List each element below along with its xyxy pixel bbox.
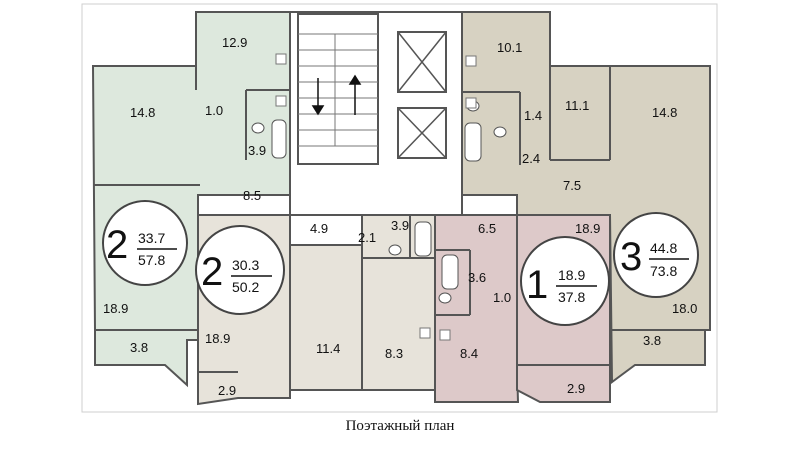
room-area-label: 3.8 [130, 340, 148, 355]
room-area-label: 2.4 [522, 151, 540, 166]
room-area-label: 4.9 [310, 221, 328, 236]
room-area-label: 2.9 [567, 381, 585, 396]
room-area-label: 8.4 [460, 346, 478, 361]
room-area-label: 7.5 [563, 178, 581, 193]
room-area-label: 8.5 [243, 188, 261, 203]
room-area-label: 10.1 [497, 40, 522, 55]
room-area-label: 3.9 [391, 218, 409, 233]
svg-text:33.7: 33.7 [138, 230, 165, 246]
room-area-label: 2.9 [218, 383, 236, 398]
interior-walls [93, 66, 710, 390]
room-area-label: 11.1 [565, 98, 589, 113]
room-area-label: 1.0 [493, 290, 511, 305]
plan-caption: Поэтажный план [345, 418, 455, 434]
svg-text:37.8: 37.8 [558, 289, 585, 305]
room-area-label: 18.0 [672, 301, 697, 316]
room-area-label: 1.0 [205, 103, 223, 118]
stairwell [297, 13, 379, 165]
vent-grille-icon [275, 53, 477, 341]
svg-text:2: 2 [106, 223, 128, 267]
room-area-label: 3.9 [248, 143, 266, 158]
svg-text:2: 2 [201, 250, 223, 294]
svg-text:18.9: 18.9 [558, 267, 585, 283]
svg-text:57.8: 57.8 [138, 252, 165, 268]
toilet-icon [251, 100, 507, 304]
room-area-label: 18.9 [205, 331, 230, 346]
apartment-badge: 2 30.3 50.2 [195, 225, 285, 315]
svg-text:44.8: 44.8 [650, 240, 677, 256]
room-area-label: 14.8 [652, 105, 677, 120]
room-area-label: 18.9 [575, 221, 600, 236]
room-area-label: 1.4 [524, 108, 542, 123]
room-area-label: 3.8 [643, 333, 661, 348]
room-area-label: 2.1 [358, 230, 376, 245]
room-area-label: 3.6 [468, 270, 486, 285]
room-area-label: 11.4 [316, 341, 340, 356]
svg-text:3: 3 [620, 235, 642, 279]
room-area-label: 6.5 [478, 221, 496, 236]
room-area-label: 14.8 [130, 105, 155, 120]
stair-steps [298, 33, 378, 147]
floor-plan: 12.9 14.8 1.0 3.9 8.5 4.9 2.1 3.9 6.5 10… [81, 3, 718, 413]
apartment-badge: 2 33.7 57.8 [102, 200, 188, 286]
svg-text:1: 1 [526, 263, 548, 307]
svg-text:30.3: 30.3 [232, 257, 259, 273]
room-area-label: 12.9 [222, 35, 247, 50]
stair-arrows [311, 74, 362, 116]
apartment-badge: 3 44.8 73.8 [613, 212, 699, 298]
svg-text:50.2: 50.2 [232, 279, 259, 295]
room-area-label: 8.3 [385, 346, 403, 361]
room-area-label: 18.9 [103, 301, 128, 316]
svg-text:73.8: 73.8 [650, 263, 677, 279]
bathtub-icon [271, 119, 482, 290]
apartment-badge: 1 18.9 37.8 [520, 236, 610, 326]
plan-frame [81, 3, 718, 413]
apartment-pink-area [434, 214, 520, 403]
